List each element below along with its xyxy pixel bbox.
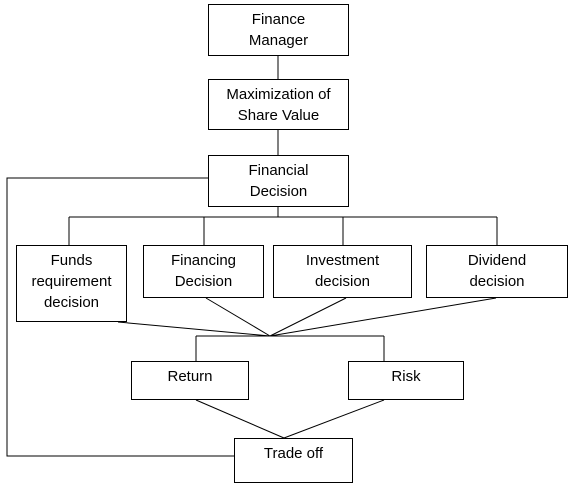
line-funds-to-merge xyxy=(117,321,271,337)
dividend-decision-box: Dividend decision xyxy=(426,245,568,298)
investment-decision-box: Investment decision xyxy=(273,245,412,298)
trade-off-label: Trade off xyxy=(263,445,324,462)
line-dividend-to-merge xyxy=(269,297,497,337)
financial-decision-box: Financial Decision xyxy=(208,155,349,207)
line-investment-to-merge xyxy=(269,297,347,337)
feedback-loop-line xyxy=(6,177,234,457)
funds-requirement-label: Funds requirement decision xyxy=(31,252,112,311)
risk-box: Risk xyxy=(348,361,464,400)
financing-decision-box: Financing Decision xyxy=(143,245,264,298)
investment-decision-label: Investment decision xyxy=(305,252,380,290)
maximization-box: Maximization of Share Value xyxy=(208,79,349,130)
line-financing-to-merge xyxy=(205,297,271,337)
return-label: Return xyxy=(167,368,213,385)
trade-off-box: Trade off xyxy=(234,438,353,483)
funds-requirement-box: Funds requirement decision xyxy=(16,245,127,322)
risk-label: Risk xyxy=(391,368,421,385)
line-return-to-tradeoff xyxy=(195,399,285,439)
financial-decision-label: Financial Decision xyxy=(248,162,309,200)
return-box: Return xyxy=(131,361,249,400)
dividend-decision-label: Dividend decision xyxy=(467,252,527,290)
maximization-label: Maximization of Share Value xyxy=(226,85,331,124)
finance-manager-box: Finance Manager xyxy=(208,4,349,56)
financing-decision-label: Financing Decision xyxy=(170,252,237,290)
finance-manager-label: Finance Manager xyxy=(248,11,309,49)
line-risk-to-tradeoff xyxy=(283,399,385,439)
